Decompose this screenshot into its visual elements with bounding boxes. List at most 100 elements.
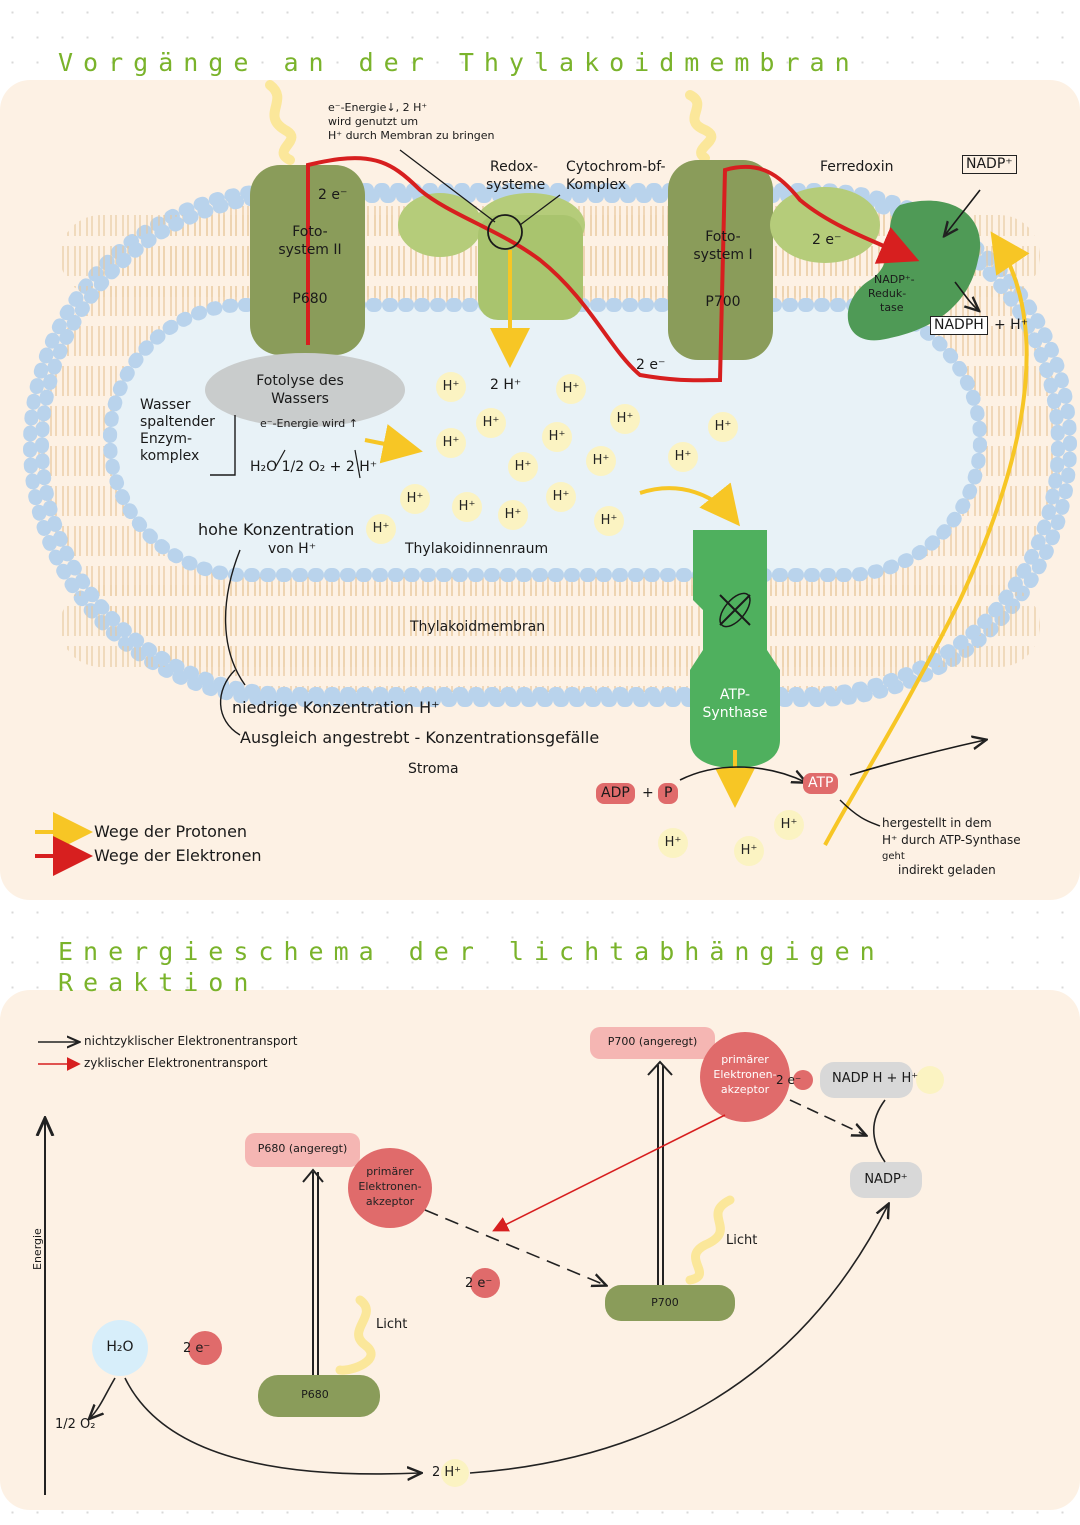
proton-17: H⁺ xyxy=(658,828,688,858)
nadp-red-2: Reduk- xyxy=(868,287,907,300)
enzym-1: Wasser xyxy=(140,397,191,413)
atp-synthase-1: ATP- xyxy=(719,687,751,703)
p700-excited-label: P700 (angeregt) xyxy=(607,1035,698,1048)
stroma-label: Stroma xyxy=(408,761,459,777)
high-conc-2: von H⁺ xyxy=(268,541,317,557)
ps2-two-e: 2 e⁻ xyxy=(318,187,348,203)
high-conc-1: hohe Konzentration xyxy=(198,520,355,539)
plastoquinone-blob xyxy=(398,193,482,257)
fotolyse-ellipse xyxy=(205,353,405,427)
ferredoxin-label: Ferredoxin xyxy=(820,159,894,175)
proton-10: H⁺ xyxy=(668,442,698,472)
ps2-label-1: Foto- xyxy=(292,224,328,240)
schema-two-h: 2 H⁺ xyxy=(432,1465,462,1480)
nadph-line-label: NADP H + H⁺ xyxy=(832,1071,919,1086)
atp-note-2: H⁺ durch ATP-Synthase xyxy=(882,833,1021,847)
title-bottom-line2: Reaktion xyxy=(58,968,259,997)
redox-label-1: Redox- xyxy=(490,159,539,175)
atp-note-4: indirekt geladen xyxy=(898,863,996,877)
ps2-label-2: system II xyxy=(278,242,342,258)
nadph-label: NADPH xyxy=(930,316,988,335)
water-equation: H₂O 1/2 O₂ + 2 H⁺ xyxy=(250,459,378,475)
ps1-label-1: Foto- xyxy=(705,229,741,245)
two-h-label: 2 H⁺ xyxy=(490,377,522,393)
redox-label-2: systeme xyxy=(486,177,546,193)
proton-6: H⁺ xyxy=(610,404,640,434)
fotolyse-sub: e⁻-Energie wird ↑ xyxy=(260,417,358,430)
proton-12: H⁺ xyxy=(452,492,482,522)
electron-path xyxy=(306,156,920,383)
p680-box xyxy=(258,1375,380,1417)
half-o2-label: 1/2 O₂ xyxy=(55,1417,96,1432)
ferredoxin-two-e: 2 e⁻ xyxy=(812,232,842,248)
proton-11: H⁺ xyxy=(400,484,430,514)
energy-note-2: wird genutzt um xyxy=(328,115,419,128)
schema-two-e-1: 2 e⁻ xyxy=(183,1341,211,1356)
inner-space-label: Thylakoidinnenraum xyxy=(405,541,549,557)
proton-5: H⁺ xyxy=(542,422,572,452)
ps2-p680: P680 xyxy=(292,291,328,307)
ferredoxin-blob xyxy=(770,187,880,263)
adp-label: ADP xyxy=(596,783,635,804)
p700-excited-box xyxy=(590,1027,715,1059)
proton-16: H⁺ xyxy=(366,514,396,544)
p680-label: P680 xyxy=(301,1388,329,1401)
proton-7: H⁺ xyxy=(586,446,616,476)
enzym-3: Enzym- xyxy=(140,431,193,447)
acceptor1-2: Elektronen- xyxy=(358,1180,422,1193)
ps1-label-2: system I xyxy=(693,247,753,263)
energy-note-3: H⁺ durch Membran zu bringen xyxy=(328,129,495,142)
schema-two-e-2: 2 e⁻ xyxy=(465,1276,493,1291)
proton-13: H⁺ xyxy=(498,500,528,530)
balance-label: Ausgleich angestrebt - Konzentrationsgef… xyxy=(240,728,600,747)
legend-cyclic: zyklischer Elektronentransport xyxy=(84,1056,268,1070)
ps1-p700: P700 xyxy=(705,294,741,310)
p700-box xyxy=(605,1285,735,1321)
acceptor1-3: akzeptor xyxy=(365,1195,415,1208)
fotolyse-2: Wassers xyxy=(271,391,329,407)
acceptor2-3: akzeptor xyxy=(720,1083,770,1096)
proton-9: H⁺ xyxy=(708,412,738,442)
p700-label: P700 xyxy=(651,1296,679,1309)
cytochrom-bf-complex xyxy=(478,215,583,320)
adp-plus: + xyxy=(642,785,654,801)
atp-synthase-2: Synthase xyxy=(702,705,768,721)
title-bottom-line1: Energieschema der lichtabhängigen xyxy=(58,937,885,966)
title-top: Vorgänge an der Thylakoidmembran xyxy=(58,48,860,77)
nadp-red-3: tase xyxy=(880,301,904,314)
nadp-red-1: NADP⁺- xyxy=(874,273,915,286)
low-conc: niedrige Konzentration H⁺ xyxy=(232,698,440,717)
licht-2: Licht xyxy=(726,1233,758,1248)
atp-label: ATP xyxy=(803,773,839,794)
acceptor2-1: primärer xyxy=(721,1053,769,1066)
energy-axis-label: Energie xyxy=(31,1228,44,1270)
proton-19: H⁺ xyxy=(774,810,804,840)
acceptor2-2: Elektronen- xyxy=(713,1068,777,1081)
proton-1: H⁺ xyxy=(436,372,466,402)
h2o-circle xyxy=(92,1320,148,1376)
p-label: P xyxy=(658,783,679,804)
cytochrom-label-2: Komplex xyxy=(566,177,627,193)
proton-14: H⁺ xyxy=(546,482,576,512)
proton-3: H⁺ xyxy=(476,408,506,438)
proton-15: H⁺ xyxy=(594,506,624,536)
proton-2: H⁺ xyxy=(556,374,586,404)
acceptor1-1: primärer xyxy=(366,1165,414,1178)
nadp-label: NADP⁺ xyxy=(864,1172,908,1187)
cytochrom-label-1: Cytochrom-bf- xyxy=(566,159,666,175)
licht-1: Licht xyxy=(376,1317,408,1332)
schema-two-e-3: 2 e⁻ xyxy=(776,1073,802,1087)
p680-excited-label: P680 (angeregt) xyxy=(257,1142,348,1155)
enzym-4: komplex xyxy=(140,448,200,464)
photosystem-I xyxy=(668,160,773,360)
proton-8: H⁺ xyxy=(508,452,538,482)
nadph-plus-h: + H⁺ xyxy=(994,317,1029,333)
proton-4: H⁺ xyxy=(436,428,466,458)
atp-note-1: hergestellt in dem xyxy=(882,816,992,830)
nadp-plus-label: NADP⁺ xyxy=(962,155,1017,174)
ps1-two-e: 2 e⁻ xyxy=(636,357,666,373)
atp-synthase xyxy=(690,530,780,768)
proton-18: H⁺ xyxy=(734,836,764,866)
atp-note-3: geht xyxy=(882,851,905,862)
